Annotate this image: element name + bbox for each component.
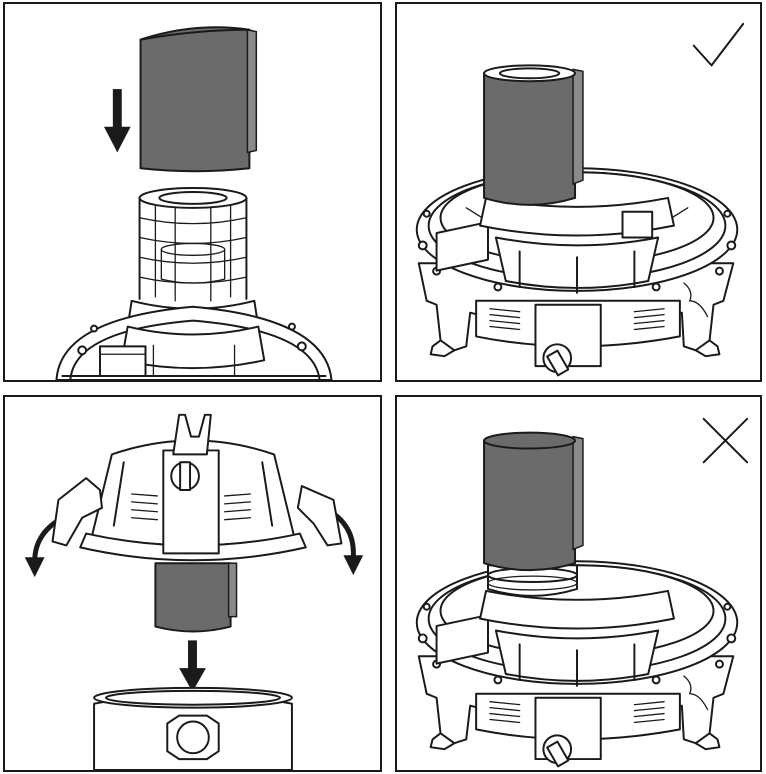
filter-sleeve xyxy=(483,431,584,572)
filter-sleeve xyxy=(483,64,584,206)
motor-head-inverted xyxy=(51,413,343,562)
panel-incorrect-fit xyxy=(395,395,762,772)
filter-cage xyxy=(138,187,248,302)
panel-insert-filter xyxy=(3,2,382,382)
arrow-down-icon xyxy=(103,89,131,153)
exposed-cage-rings xyxy=(487,564,579,597)
cross-icon xyxy=(702,417,749,464)
filter-sleeve xyxy=(154,562,238,633)
filter-sleeve xyxy=(139,26,258,173)
central-hub xyxy=(435,589,675,687)
panel-correct-fit xyxy=(395,2,762,382)
lower-head-illustration xyxy=(24,413,364,770)
collection-tank xyxy=(93,686,293,770)
motor-head-base xyxy=(55,299,333,380)
incorrect-fit-illustration xyxy=(415,417,749,768)
filter-insert-illustration xyxy=(55,26,333,380)
arrow-down-icon xyxy=(179,640,206,692)
panel-lower-head xyxy=(3,395,382,772)
checkmark-icon xyxy=(692,22,745,67)
correct-fit-illustration xyxy=(415,22,745,377)
central-hub xyxy=(435,196,675,294)
